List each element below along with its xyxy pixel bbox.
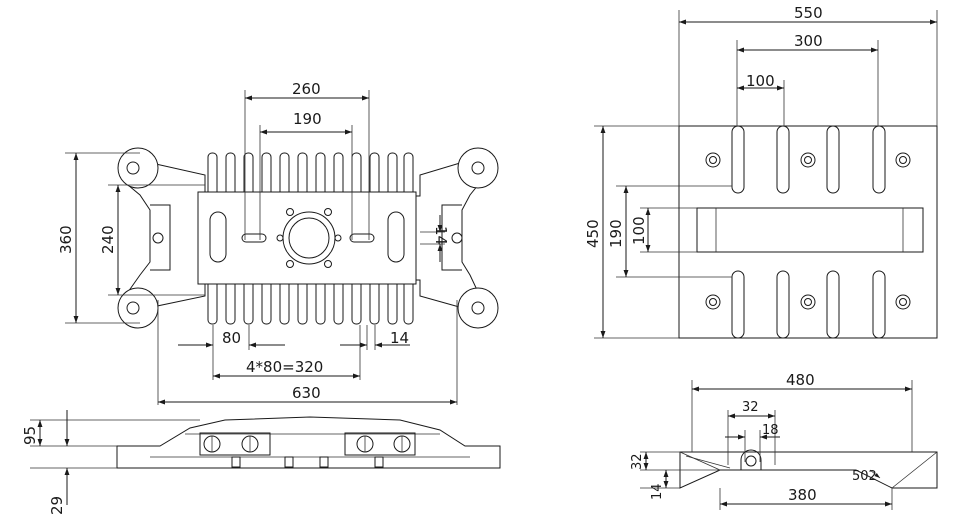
dim-text-18: 18 [762, 423, 779, 438]
dim-text-450: 450 [584, 219, 602, 248]
front-bottom-fins [207, 279, 414, 325]
section-slot [740, 449, 762, 470]
dim-text-240: 240 [99, 225, 117, 254]
side-view: 95 29 [21, 410, 501, 515]
front-view: 260 190 360 240 14 80 14 4*80=320 630 [57, 80, 499, 405]
top-bolts [705, 152, 911, 310]
front-top-fins [207, 152, 414, 198]
front-ear-tl [117, 147, 159, 189]
dim-text-502: 502 [852, 469, 877, 484]
dim-text-80: 80 [222, 329, 241, 347]
dim-text-100-h: 100 [746, 72, 775, 90]
top-plate-outline [678, 125, 938, 339]
side-profile [116, 416, 501, 469]
front-slot-left [241, 233, 267, 243]
front-ear-bl [117, 287, 159, 329]
top-view: 550 300 100 450 190 100 [584, 4, 938, 339]
dim-text-550: 550 [794, 4, 823, 22]
dim-text-14-bottom: 14 [390, 329, 409, 347]
dim-text-190: 190 [293, 110, 322, 128]
dim-text-32-left: 32 [630, 453, 645, 470]
dim-text-pitch: 4*80=320 [246, 358, 323, 376]
dim-leader-502 [869, 469, 881, 479]
front-ear-br [457, 287, 499, 329]
dim-text-630: 630 [292, 384, 321, 402]
dim-text-190-v: 190 [607, 219, 625, 248]
dim-text-100-v: 100 [630, 216, 648, 245]
dim-text-300: 300 [794, 32, 823, 50]
top-center-channel [696, 207, 924, 253]
front-slot-right [349, 233, 375, 243]
dim-text-14-sec: 14 [650, 483, 665, 500]
section-view: 480 32 18 32 14 502 380 [630, 371, 938, 510]
front-center-plate [197, 191, 417, 285]
dim-text-380: 380 [788, 486, 817, 504]
section-profile [679, 451, 938, 489]
dim-text-260: 260 [292, 80, 321, 98]
front-ear-tr [457, 147, 499, 189]
dim-text-95: 95 [21, 426, 39, 445]
dim-text-32-top: 32 [742, 400, 759, 415]
dim-text-480: 480 [786, 371, 815, 389]
dim-text-14-right: 14 [432, 226, 450, 245]
dim-text-360: 360 [57, 225, 75, 254]
dim-text-29: 29 [48, 496, 66, 515]
